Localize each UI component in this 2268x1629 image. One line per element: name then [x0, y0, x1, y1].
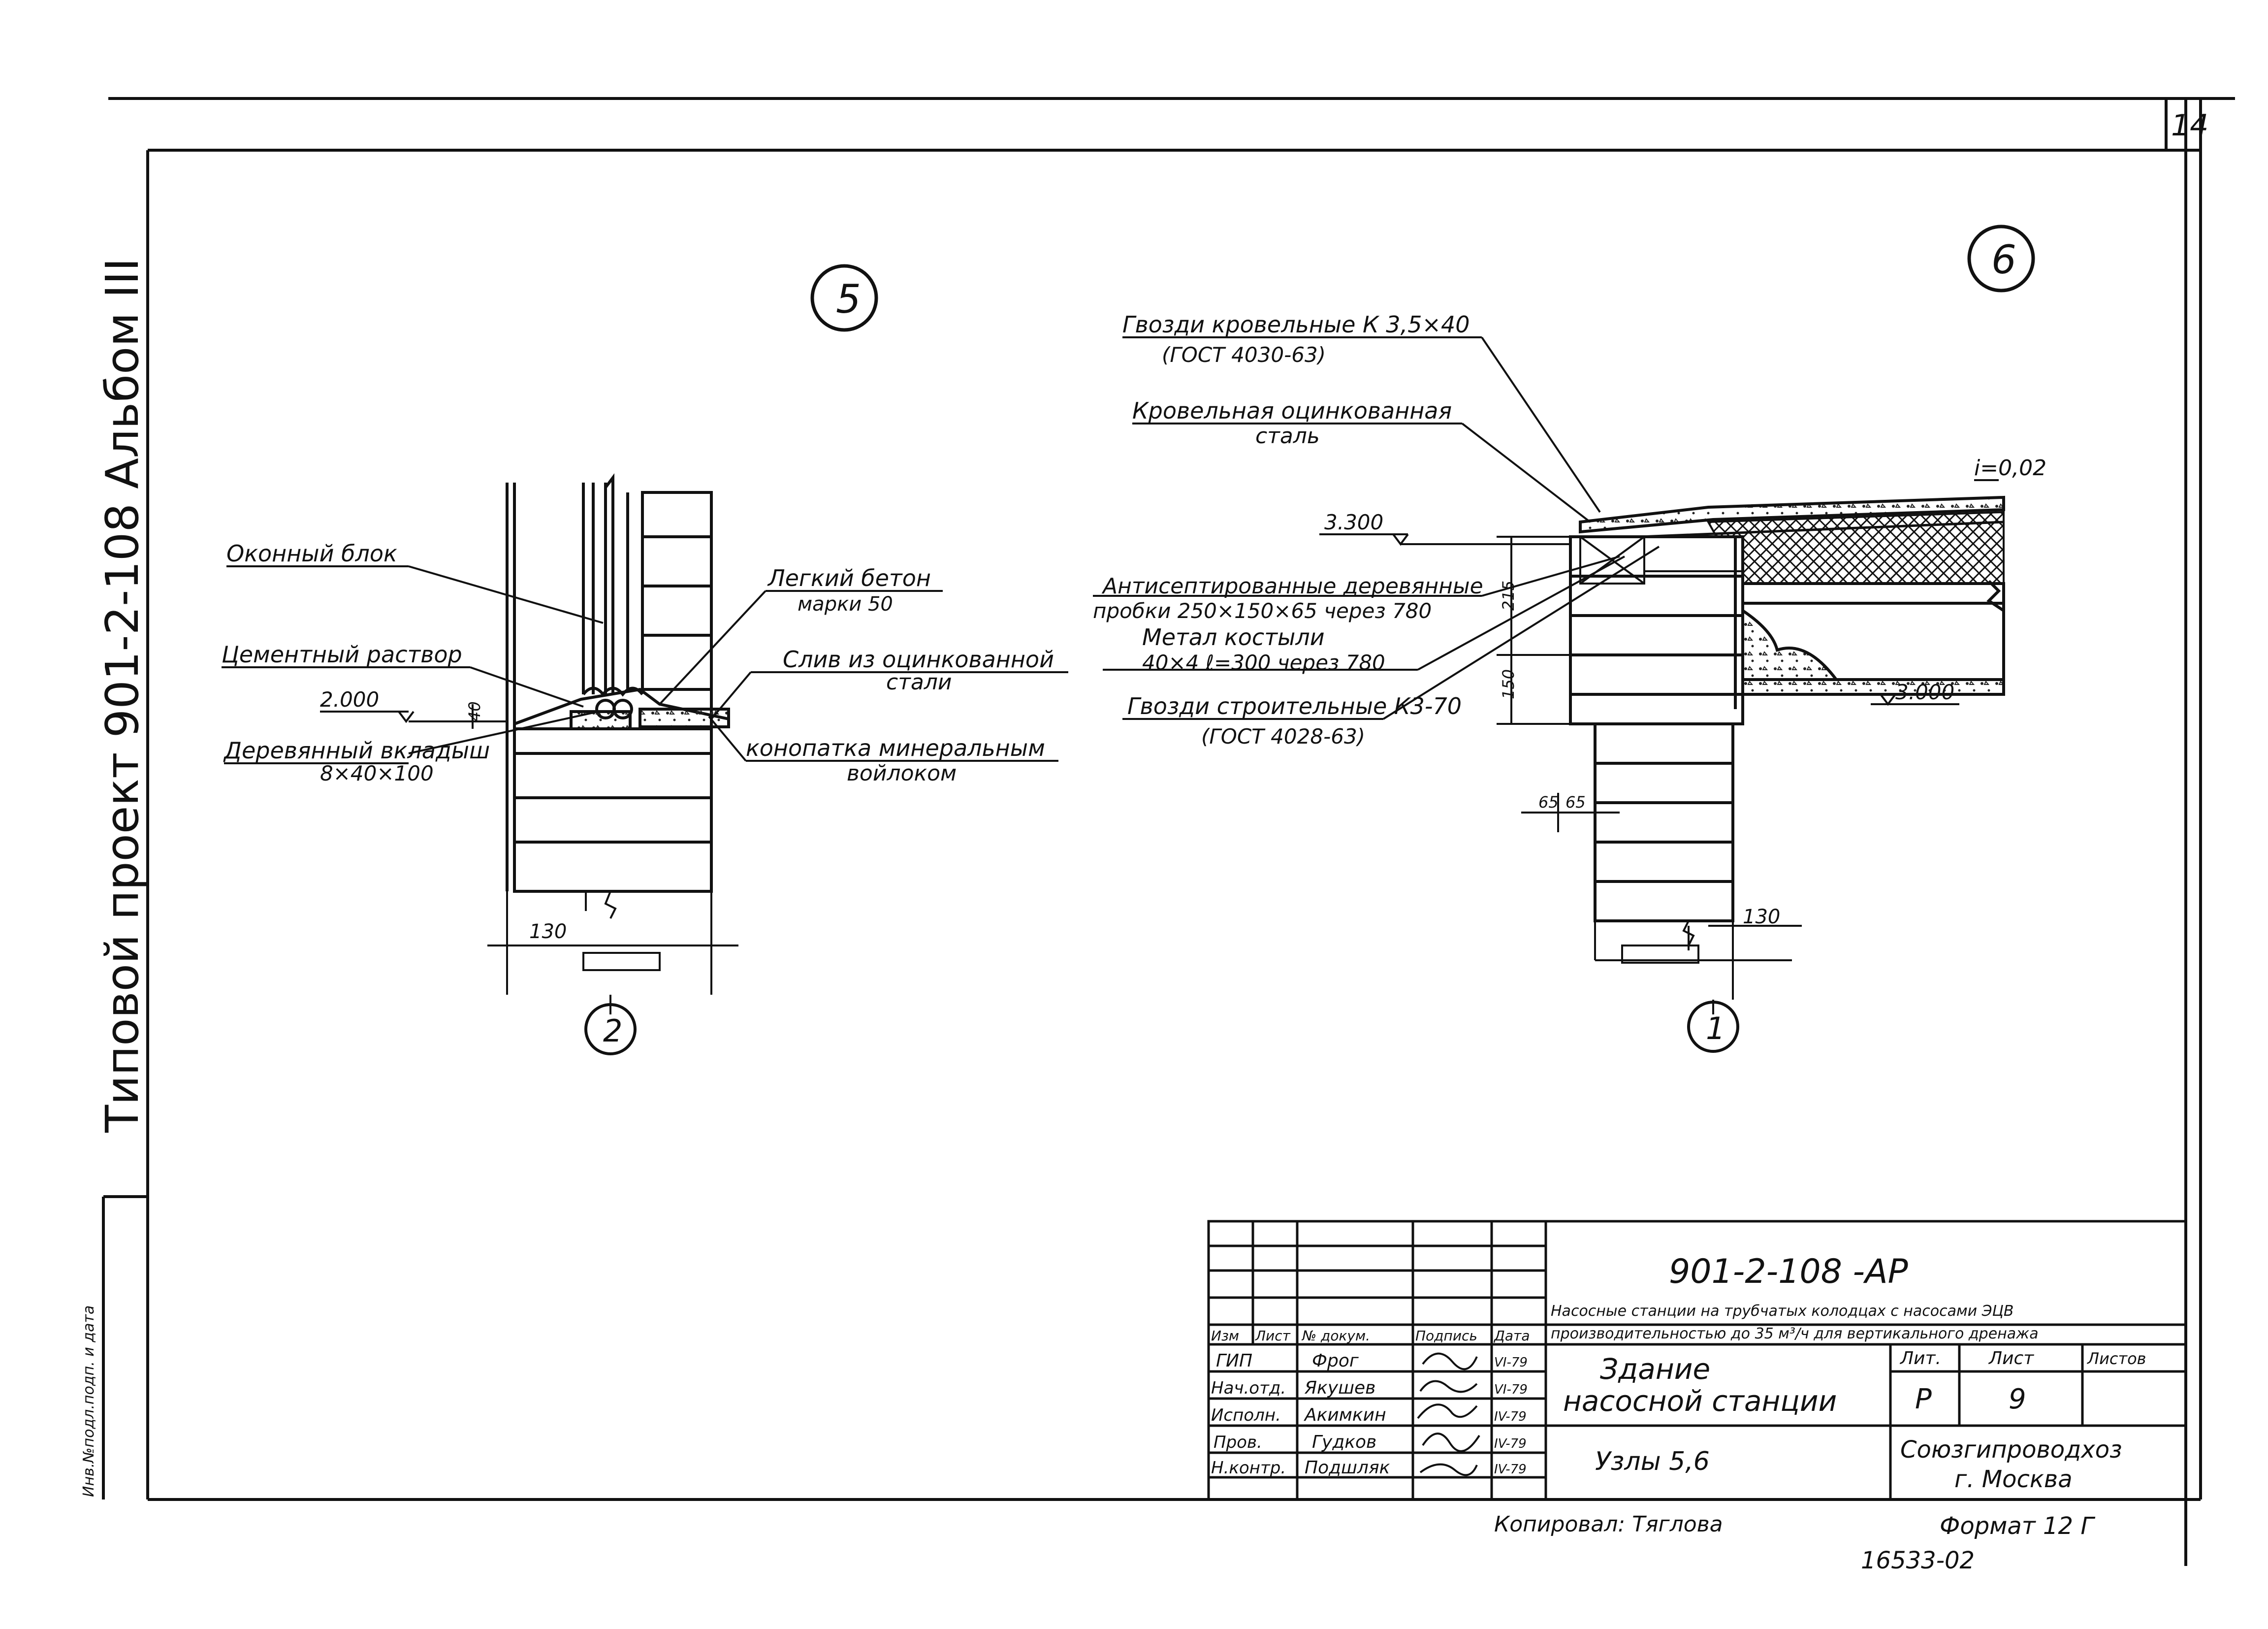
signatures [1417, 1352, 1480, 1476]
side-title-text: Типовой проект 901-2-108 Альбом III [96, 258, 149, 1133]
dim-150: 150 [1499, 669, 1518, 699]
detail-5-leaders [222, 565, 1068, 764]
label-antiseptic: Антисептированные деревянные [1101, 574, 1483, 599]
header-izm: Изм [1211, 1328, 1239, 1344]
row-role: Пров. [1214, 1433, 1262, 1452]
header-doc: № докум. [1301, 1328, 1370, 1344]
label-drip-2: стали [886, 670, 952, 695]
dim-215: 215 [1499, 581, 1518, 611]
lit-header: Лит. [1899, 1348, 1941, 1368]
label-level-2000: 2.000 [320, 687, 379, 712]
label-level-3000: 3.000 [1895, 680, 1954, 704]
window-frame-drawing [506, 473, 629, 891]
side-title: Типовой проект 901-2-108 Альбом III [96, 258, 149, 1133]
label-window-block: Оконный блок [226, 540, 397, 567]
row-name: Гудков [1312, 1432, 1376, 1452]
dim-130-left: 130 [529, 920, 567, 943]
row-role: Нач.отд. [1211, 1378, 1286, 1398]
label-roof-steel-2: сталь [1255, 424, 1320, 449]
project-desc-1: Насосные станции на трубчатых колодцах с… [1551, 1303, 2013, 1320]
label-roof-steel: Кровельная оцинкованная [1132, 397, 1452, 424]
dim-40: 40 [465, 701, 484, 721]
label-metal-2: 40×4 ℓ=300 через 780 [1142, 651, 1385, 675]
label-metal: Метал костыли [1142, 624, 1325, 651]
row-date: VI-79 [1494, 1355, 1528, 1370]
roof-section [1579, 495, 2005, 696]
label-wood-insert-size: 8×40×100 [320, 761, 434, 785]
label-light-concrete-grade: марки 50 [798, 593, 893, 616]
lit-value: Р [1915, 1383, 1932, 1415]
building-name-1: Здание [1600, 1352, 1710, 1386]
row-name: Якушев [1304, 1378, 1375, 1398]
detail-6-marker-circle [1967, 225, 2035, 293]
row-name: Фрог [1312, 1351, 1359, 1371]
brick-wall-below [513, 689, 713, 893]
label-light-concrete: Легкий бетон [767, 565, 931, 591]
axis-1-number: 1 [1706, 1010, 1725, 1046]
level-marks-6 [1319, 533, 1959, 706]
detail-5: 5 [222, 264, 1068, 1055]
axis-2-number: 2 [603, 1013, 622, 1049]
label-wood-insert: Деревянный вкладыш [223, 737, 490, 764]
dim-130-right: 130 [1743, 906, 1780, 928]
label-caulk: конопатка минеральным [746, 735, 1045, 761]
row-role: Исполн. [1211, 1405, 1281, 1425]
side-stamp: Инв.№подл.подп. и дата [80, 1305, 97, 1497]
list-value: 9 [2009, 1383, 2026, 1415]
page-number: 14 [2171, 108, 2208, 143]
label-nails-roof-gost: (ГОСТ 4030-63) [1162, 343, 1326, 367]
header-date: Дата [1493, 1328, 1530, 1344]
detail-6-leaders [1093, 336, 1999, 720]
row-date: IV-79 [1494, 1436, 1527, 1451]
label-nails-build-gost: (ГОСТ 4028-63) [1201, 724, 1365, 749]
header-sign: Подпись [1415, 1328, 1477, 1344]
row-date: VI-79 [1494, 1382, 1528, 1397]
detail-5-marker-circle [810, 264, 878, 332]
axis-2-circle [584, 1003, 637, 1055]
detail-6-marker-number: 6 [1991, 237, 2016, 283]
copied-by: Копировал: Тяглова [1494, 1512, 1723, 1537]
label-drip: Слив из оцинкованной [783, 646, 1054, 673]
sheet-title: Узлы 5,6 [1595, 1447, 1710, 1476]
title-block [1207, 1220, 2187, 1501]
label-slope: i=0,02 [1974, 456, 2046, 481]
row-role: ГИП [1216, 1351, 1252, 1371]
detail-6: 6 [1093, 225, 2046, 1053]
dim-65b: 65 [1565, 793, 1586, 812]
level-mark-2000 [320, 704, 507, 729]
label-antiseptic-2: пробки 250×150×65 через 780 [1093, 599, 1432, 623]
detail-5-marker-number: 5 [836, 276, 861, 322]
row-name: Подшляк [1305, 1458, 1390, 1478]
header-list: Лист [1255, 1328, 1291, 1344]
signature-rows: ГИП Фрог VI-79 Нач.отд. Якушев VI-79 Исп… [1211, 1351, 1528, 1478]
org-name: Союзгипроводхоз [1900, 1436, 2122, 1464]
detail-6-dims [1497, 536, 1802, 1014]
list-header: Лист [1988, 1348, 2034, 1368]
wood-plug [1579, 536, 1743, 585]
org-city: г. Москва [1954, 1466, 2073, 1493]
doc-code: 901-2-108 -АР [1669, 1252, 1908, 1291]
brick-column [1569, 535, 1744, 922]
label-level-3300: 3.300 [1324, 510, 1383, 534]
row-role: Н.контр. [1211, 1458, 1286, 1478]
archive-number: 16533-02 [1861, 1547, 1975, 1574]
detail-5-dims [487, 891, 738, 1014]
project-desc-2: производительностью до 35 м³/ч для верти… [1551, 1325, 2039, 1342]
dim-65a: 65 [1538, 793, 1559, 812]
sheet-format: Формат 12 Г [1940, 1512, 2095, 1540]
axis-1-circle [1687, 1001, 1739, 1053]
brick-wall-right [641, 491, 713, 691]
side-stamp-text: Инв.№подл.подп. и дата [80, 1305, 97, 1497]
lists-header: Листов [2087, 1349, 2146, 1368]
label-nails-build: Гвозди строительные К3-70 [1127, 693, 1462, 719]
label-caulk-2: войлоком [847, 761, 957, 786]
label-nails-roof: Гвозди кровельные К 3,5×40 [1122, 311, 1470, 338]
row-date: IV-79 [1494, 1462, 1527, 1477]
label-cement-mortar: Цементный раствор [222, 641, 462, 668]
row-date: IV-79 [1494, 1409, 1527, 1424]
building-name-2: насосной станции [1563, 1384, 1837, 1418]
row-name: Акимкин [1304, 1405, 1386, 1425]
